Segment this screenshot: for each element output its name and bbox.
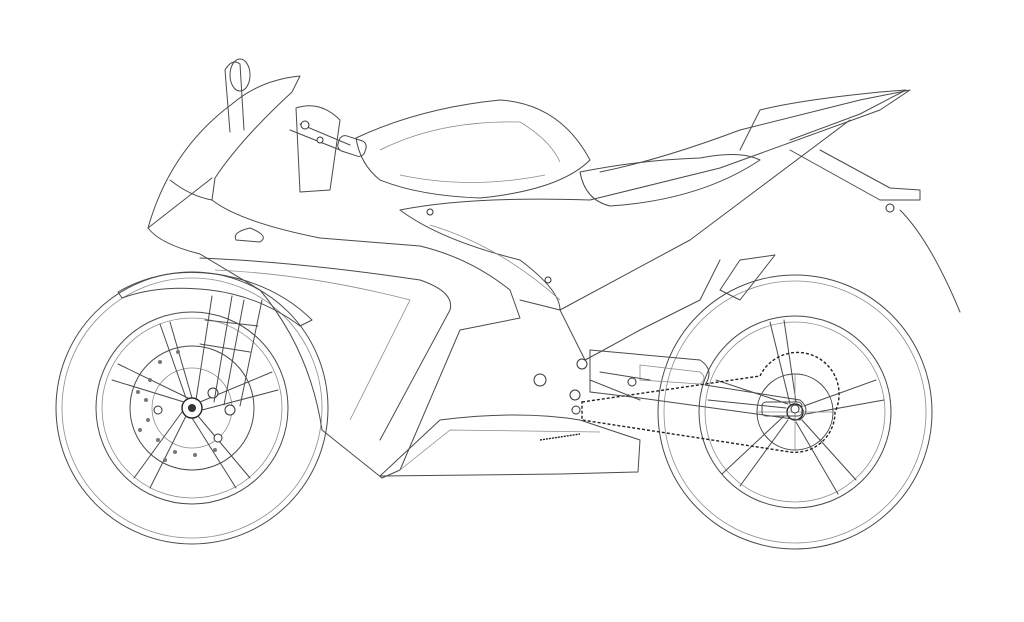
spring bbox=[539, 433, 581, 441]
front-wheel-spokes bbox=[111, 321, 279, 489]
foot-peg bbox=[589, 371, 651, 401]
tail-section bbox=[739, 89, 907, 151]
belly-pan bbox=[379, 414, 641, 477]
handlebar bbox=[289, 105, 367, 193]
side-panel bbox=[399, 89, 911, 211]
front-fender bbox=[117, 271, 313, 327]
drive-chain bbox=[581, 351, 840, 454]
passenger-peg-bracket bbox=[719, 254, 776, 301]
front-fork bbox=[195, 295, 263, 407]
rear-wheel bbox=[657, 274, 933, 550]
front-fairing bbox=[147, 75, 521, 479]
brake-disc-holes bbox=[136, 350, 217, 462]
front-brake-disc bbox=[129, 345, 255, 471]
frame-bolts bbox=[426, 208, 637, 415]
rear-wheel-spokes bbox=[707, 319, 885, 495]
swingarm bbox=[589, 349, 807, 421]
seat bbox=[579, 154, 761, 207]
mirror bbox=[224, 61, 245, 133]
fuel-tank bbox=[355, 99, 591, 199]
turn-signal bbox=[234, 227, 264, 243]
front-wheel bbox=[55, 271, 329, 545]
license-plate-bracket bbox=[899, 209, 961, 313]
chain-adjuster bbox=[761, 401, 803, 417]
